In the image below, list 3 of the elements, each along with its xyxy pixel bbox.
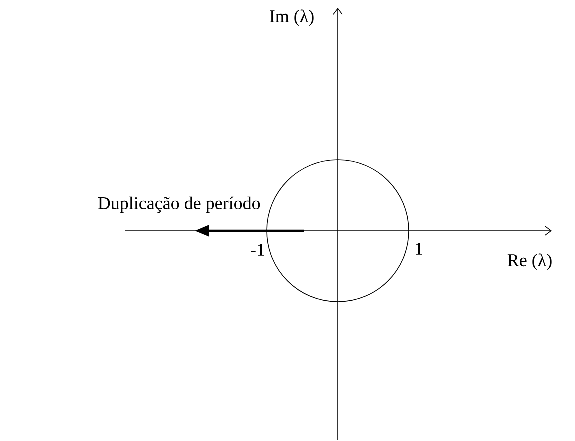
axis-label: Im (λ) [270, 10, 314, 26]
unit-circle [266, 160, 410, 302]
axis-label: Re (λ) [508, 254, 552, 270]
